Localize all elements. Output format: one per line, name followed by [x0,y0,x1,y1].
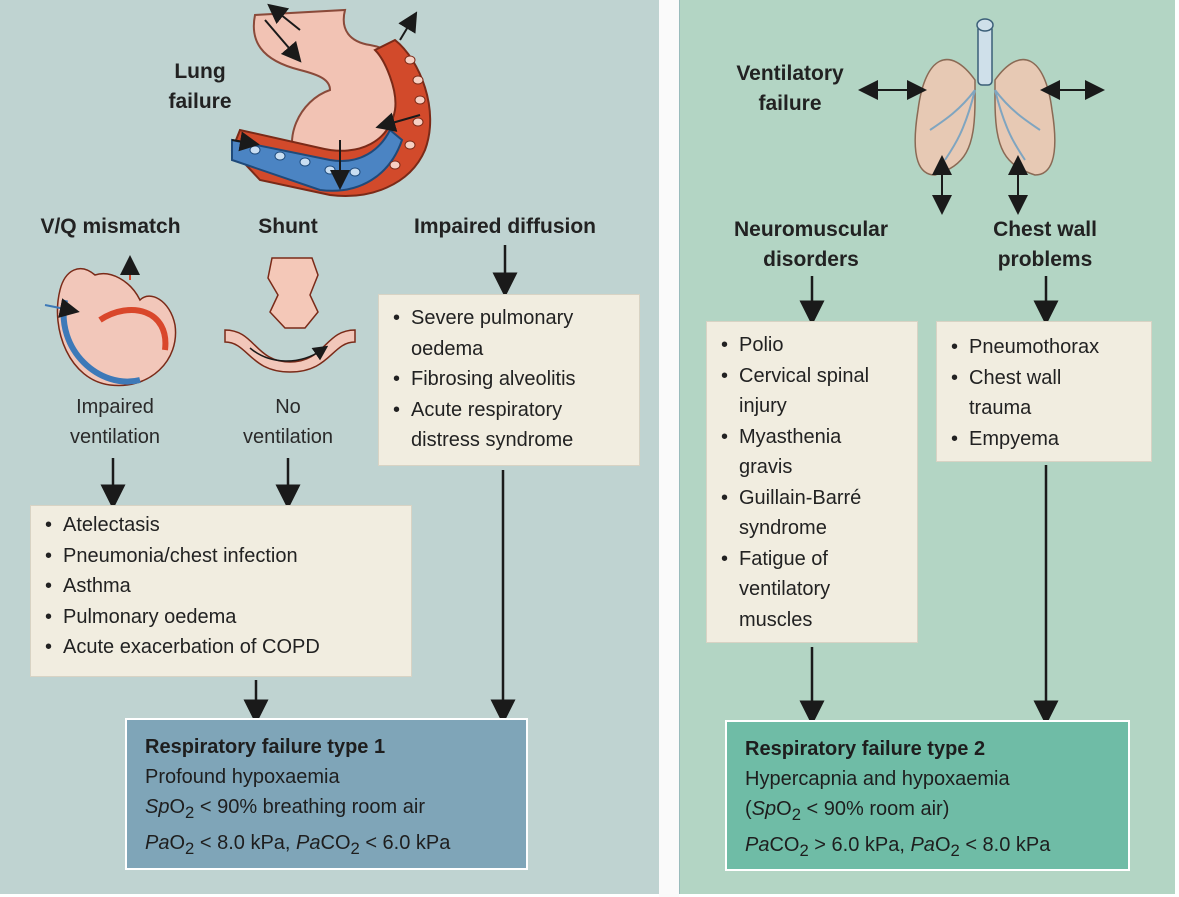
list-item: Myasthenia gravis [719,422,905,483]
diffusion-causes-box: Severe pulmonary oedema Fibrosing alveol… [378,294,640,466]
list-item: Cervical spinal injury [719,361,905,422]
impaired-diffusion-heading: Impaired diffusion [413,215,596,238]
shunt-icon [224,257,356,373]
type1-title: Respiratory failure type 1 [145,736,386,758]
type2-line1: Hypercapnia and hypoxaemia [745,768,1010,790]
vq-mismatch-icon [44,255,177,387]
vq-mismatch-heading: V/Q mismatch [40,215,181,238]
list-item: Atelectasis [43,510,399,541]
list-item: Empyema [949,424,1139,455]
lungs-icon [858,18,1105,215]
list-item: Guillain-Barré syndrome [719,483,905,544]
list-item: Pneumothorax [949,332,1139,363]
respiratory-failure-type2-box: Respiratory failure type 2 Hypercapnia a… [725,720,1130,871]
list-item: Pulmonary oedema [43,602,399,633]
neuromuscular-causes-box: Polio Cervical spinal injury Myasthenia … [706,321,918,643]
list-item: Fibrosing alveolitis [391,364,627,395]
lung-failure-heading: Lung failure [168,60,232,113]
list-item: Severe pulmonary oedema [391,303,627,364]
respiratory-failure-type1-box: Respiratory failure type 1 Profound hypo… [125,718,528,870]
list-item: Pneumonia/chest infection [43,541,399,572]
list-item: Asthma [43,571,399,602]
list-item: Polio [719,330,905,361]
alveolus-capillary-icon [230,3,432,197]
impaired-ventilation-label: Impaired ventilation [69,396,161,448]
list-item: Fatigue of ventilatory muscles [719,544,905,636]
type1-line2: SpO2 < 90% breathing room air [145,796,425,822]
type1-line1: Profound hypoxaemia [145,766,340,788]
chest-wall-causes-box: Pneumothorax Chest wall trauma Empyema [936,321,1152,462]
ventilatory-failure-heading: Ventilatory failure [736,62,844,115]
list-item: Chest wall trauma [949,363,1139,424]
panel-divider [659,0,679,897]
type2-line2: (SpO2 < 90% room air) [745,798,950,824]
chest-wall-heading: Chest wall problems [993,218,1097,271]
flow-arrows [100,245,1059,726]
type2-title: Respiratory failure type 2 [745,738,986,760]
neuromuscular-heading: Neuromuscular disorders [733,218,889,271]
type1-line3: PaO2 < 8.0 kPa, PaCO2 < 6.0 kPa [145,832,451,858]
shunt-heading: Shunt [258,215,318,238]
list-item: Acute respiratory distress syndrome [391,395,627,456]
list-item: Acute exacerbation of COPD [43,632,399,663]
ventilation-causes-box: Atelectasis Pneumonia/chest infection As… [30,505,412,677]
type2-line3: PaCO2 > 6.0 kPa, PaO2 < 8.0 kPa [745,834,1051,860]
no-ventilation-label: No ventilation [242,396,334,448]
